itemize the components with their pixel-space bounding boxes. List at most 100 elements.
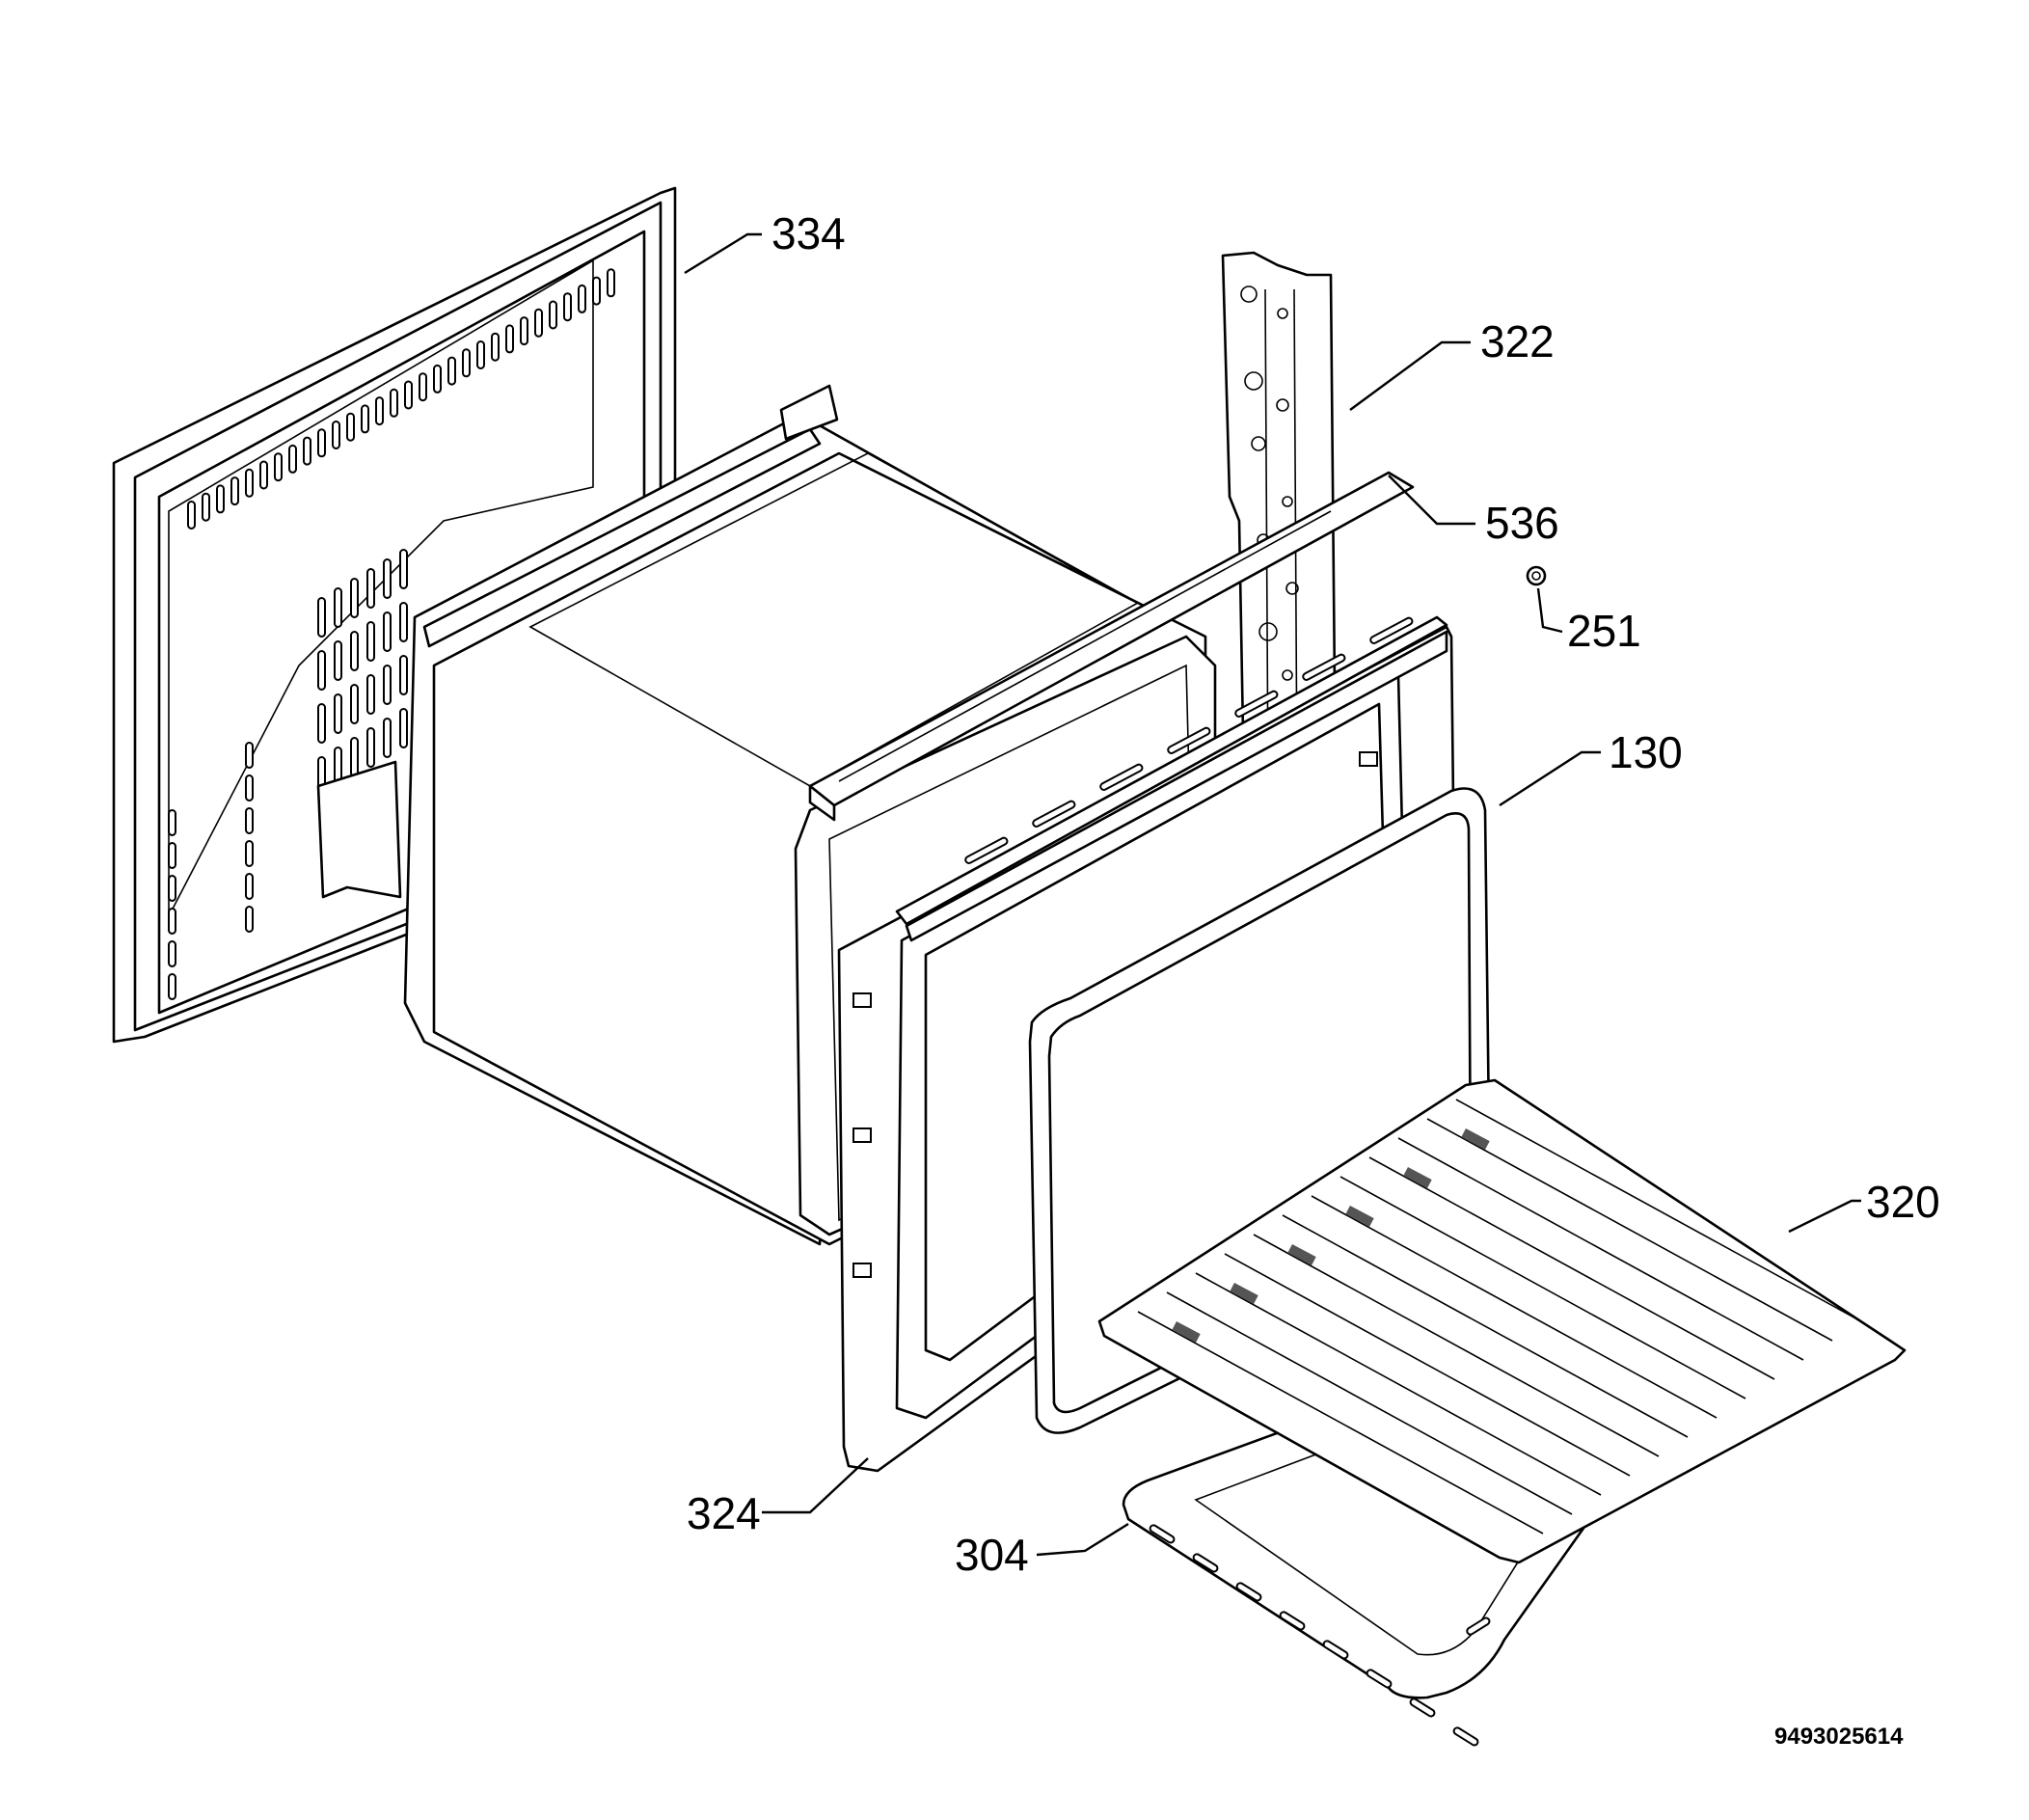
shelf-hatch: [1461, 1128, 1490, 1150]
shelf-wire: [1426, 1118, 1833, 1342]
rail-hole: [1240, 285, 1258, 303]
vent-slot: [288, 444, 297, 474]
vent-slot: [433, 364, 442, 394]
vent-slot: [346, 412, 355, 442]
rail-hole: [1277, 308, 1288, 319]
vent-slot: [245, 840, 254, 867]
vent-slot: [399, 602, 408, 642]
vent-slot: [168, 973, 176, 1000]
frame-notch: [852, 1127, 872, 1143]
vent-slot: [168, 908, 176, 935]
shelf-wire: [1311, 1195, 1718, 1419]
callout-324: 324: [687, 1488, 761, 1538]
vent-slot: [350, 578, 359, 618]
rail-hole: [1244, 371, 1263, 391]
vent-slot: [404, 380, 413, 410]
document-number: 9493025614: [1774, 1724, 1904, 1750]
vent-slot: [383, 558, 392, 599]
tray-slot: [1192, 1553, 1219, 1573]
vent-slot: [366, 568, 375, 609]
vent-slot: [399, 708, 408, 748]
callout-labels: 334 322 536 251 130 320 324 304 94930256…: [687, 208, 1940, 1750]
vent-slot: [390, 388, 398, 418]
frame-notch: [852, 992, 872, 1008]
frame-slot: [1369, 616, 1414, 644]
rail-hole: [1282, 496, 1293, 507]
vent-slot: [317, 428, 326, 458]
shelf-hatch: [1172, 1320, 1201, 1343]
vent-slot: [549, 300, 557, 330]
vent-slot: [491, 332, 500, 362]
vent-slot: [383, 718, 392, 758]
vent-slot: [332, 421, 340, 449]
vent-slot: [476, 340, 485, 369]
vent-slot: [274, 452, 283, 482]
callout-320: 320: [1866, 1177, 1940, 1227]
frame-slot: [1032, 800, 1076, 828]
part-251-nut[interactable]: [1526, 565, 1547, 586]
vent-slot: [366, 727, 375, 768]
shelf-wires: [1137, 1099, 1862, 1535]
callout-130: 130: [1609, 727, 1683, 777]
vent-slot: [592, 276, 601, 306]
vent-slot: [168, 940, 176, 967]
vent-slot: [168, 809, 176, 836]
vent-slot: [578, 284, 586, 313]
callout-322: 322: [1480, 316, 1555, 367]
callout-334: 334: [771, 208, 846, 258]
shelf-hatch: [1345, 1206, 1374, 1227]
vent-slot: [419, 372, 427, 402]
vent-slot: [202, 492, 210, 522]
vent-slot: [303, 436, 311, 466]
vent-slot: [317, 650, 326, 691]
vent-slot: [366, 674, 375, 715]
vent-slot: [245, 742, 254, 769]
tray-slot: [1466, 1616, 1491, 1636]
vent-slot: [245, 468, 254, 498]
rail-hole: [1276, 398, 1289, 412]
shelf-wire: [1455, 1099, 1862, 1322]
shelf-wire: [1195, 1272, 1602, 1496]
vent-slot: [334, 693, 342, 734]
tray-slot: [1452, 1726, 1479, 1747]
vent-slot: [216, 484, 225, 514]
frame-slot: [1167, 726, 1211, 754]
rail-hole: [1258, 622, 1278, 641]
shelf-wire: [1368, 1156, 1775, 1380]
vent-slot: [168, 875, 176, 902]
vent-slot: [350, 631, 359, 671]
shelf-wire: [1339, 1176, 1746, 1399]
tray-slot: [1279, 1611, 1306, 1631]
vent-slot: [447, 356, 456, 386]
tray-slot: [1235, 1582, 1262, 1602]
vent-slot: [375, 396, 384, 426]
vent-slot: [230, 476, 239, 506]
vent-slot: [383, 665, 392, 705]
part-320-wire-shelf[interactable]: [1097, 1078, 1907, 1564]
shelf-wire: [1282, 1214, 1689, 1438]
vent-slot: [399, 655, 408, 695]
vent-slot: [607, 268, 615, 298]
vent-slot: [520, 316, 528, 346]
shelf-hatch: [1403, 1167, 1432, 1188]
tray-slot: [1149, 1524, 1176, 1544]
vent-slot: [317, 703, 326, 744]
rail-hole: [1285, 582, 1299, 595]
vent-slot: [462, 348, 471, 378]
vent-slot: [505, 324, 514, 354]
vent-slot: [563, 292, 572, 322]
callout-304: 304: [955, 1530, 1029, 1580]
callout-536: 536: [1485, 498, 1559, 548]
leader-lines: [684, 232, 1861, 1557]
vent-slot: [350, 737, 359, 777]
vent-slot: [366, 621, 375, 662]
frame-slot: [964, 836, 1009, 864]
part-536-bar[interactable]: [808, 471, 1415, 822]
vent-slot: [350, 684, 359, 724]
frame-notch: [852, 1263, 872, 1278]
vent-slot: [187, 501, 196, 530]
tray-slot: [1366, 1669, 1393, 1689]
vent-slot: [245, 774, 254, 801]
vent-slot: [259, 460, 268, 490]
